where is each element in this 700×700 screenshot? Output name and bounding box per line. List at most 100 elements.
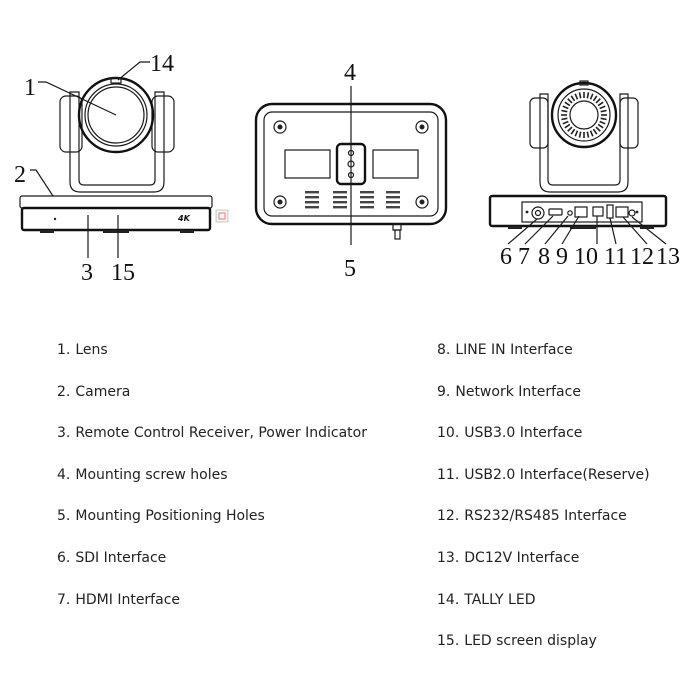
rear-port-panel bbox=[521, 201, 643, 223]
legend-label: RS232/RS485 Interface bbox=[464, 508, 627, 525]
bottom-pad-left bbox=[284, 149, 331, 179]
rear-screw bbox=[635, 210, 639, 214]
leader-line-1 bbox=[38, 81, 117, 116]
vent-slot bbox=[595, 98, 601, 104]
tally-led bbox=[110, 77, 122, 84]
front-view: 4K 1 14 2 3 15 bbox=[14, 51, 229, 286]
sdi-port-pin bbox=[534, 209, 542, 217]
legend-item: 9.Network Interface bbox=[437, 372, 650, 414]
legend-item: 2.Camera bbox=[57, 372, 367, 414]
legend-number: 4. bbox=[57, 466, 71, 483]
rear-foot bbox=[508, 226, 522, 229]
image-placeholder-icon bbox=[215, 209, 229, 223]
callout-9: 9 bbox=[556, 244, 568, 270]
legend-number: 7. bbox=[57, 591, 71, 608]
callout-15: 15 bbox=[111, 260, 135, 286]
front-foot bbox=[40, 230, 54, 233]
legend-number: 14. bbox=[437, 591, 460, 608]
legend-item: 8.LINE IN Interface bbox=[437, 330, 650, 372]
vent-slot bbox=[561, 117, 568, 121]
callout-7: 7 bbox=[518, 244, 530, 270]
vent-slot bbox=[578, 92, 582, 99]
vent-slot bbox=[600, 117, 607, 121]
front-foot bbox=[180, 230, 194, 233]
callout-11: 11 bbox=[604, 244, 627, 270]
legend-label: TALLY LED bbox=[464, 591, 536, 608]
bottom-vents bbox=[305, 191, 400, 209]
bottom-pad-right bbox=[372, 149, 419, 179]
rs232-port bbox=[615, 206, 629, 218]
vent-slot bbox=[597, 123, 604, 129]
sdi-port bbox=[531, 206, 545, 220]
callout-8: 8 bbox=[538, 244, 550, 270]
legend-label: USB3.0 Interface bbox=[464, 425, 583, 442]
rear-vent-ring-outer bbox=[557, 88, 611, 142]
line-in-port bbox=[567, 210, 573, 216]
leader-line-14 bbox=[117, 61, 150, 81]
callout-14: 14 bbox=[150, 51, 174, 77]
legend-label: DC12V Interface bbox=[464, 549, 580, 566]
usb3-port bbox=[592, 206, 604, 217]
usb2-port bbox=[606, 204, 614, 219]
bottom-view: 4 5 bbox=[254, 60, 448, 282]
legend-item: 14.TALLY LED bbox=[437, 580, 650, 622]
hdmi-port bbox=[548, 208, 563, 216]
power-indicator-dot bbox=[53, 217, 57, 221]
vent-slot bbox=[600, 109, 607, 113]
vent-slot bbox=[592, 95, 598, 102]
vent-slot bbox=[567, 126, 573, 132]
legend-number: 13. bbox=[437, 549, 460, 566]
callout-10: 10 bbox=[574, 244, 598, 270]
vent-slot bbox=[574, 93, 579, 100]
rear-foot bbox=[570, 226, 596, 229]
bottom-connector-tip bbox=[394, 229, 401, 240]
front-side-pod-left bbox=[59, 95, 83, 153]
legend-number: 9. bbox=[437, 383, 451, 400]
legend-label: Lens bbox=[75, 342, 108, 358]
vent-slot bbox=[564, 123, 571, 129]
legend-label: Remote Control Receiver, Power Indicator bbox=[75, 425, 367, 442]
vent-slot bbox=[586, 131, 590, 138]
legend-number: 15. bbox=[437, 633, 460, 650]
legend-number: 5. bbox=[57, 508, 71, 525]
legend-item: 11.USB2.0 Interface(Reserve) bbox=[437, 455, 650, 497]
rear-tally bbox=[579, 80, 589, 86]
front-lens-ring bbox=[84, 83, 148, 147]
legend-label: Mounting Positioning Holes bbox=[75, 508, 265, 525]
legend-item: 3.Remote Control Receiver, Power Indicat… bbox=[57, 413, 367, 455]
legend-item: 5.Mounting Positioning Holes bbox=[57, 496, 367, 538]
rear-side-pod-left bbox=[529, 97, 549, 149]
rear-u-bracket bbox=[539, 93, 629, 193]
legend-item: 13.DC12V Interface bbox=[437, 538, 650, 580]
legend-label: Network Interface bbox=[455, 383, 581, 400]
legend-label: Mounting screw holes bbox=[75, 466, 228, 483]
vent-slot bbox=[589, 130, 594, 137]
leader-line-2 bbox=[30, 169, 54, 197]
legend-number: 2. bbox=[57, 383, 71, 400]
callout-1: 1 bbox=[24, 75, 36, 101]
legend-label: LED screen display bbox=[464, 633, 597, 650]
vent-slot bbox=[562, 105, 569, 110]
front-4k-badge: 4K bbox=[177, 214, 191, 223]
legend-number: 1. bbox=[57, 342, 71, 358]
legend-item: 1.Lens bbox=[57, 330, 367, 372]
legend-item: 4.Mounting screw holes bbox=[57, 455, 367, 497]
rear-foot bbox=[640, 226, 654, 229]
vent-slot bbox=[578, 131, 582, 138]
callout-12: 12 bbox=[630, 244, 654, 270]
callout-4: 4 bbox=[344, 60, 356, 86]
rear-housing bbox=[550, 81, 618, 149]
vent-slot bbox=[567, 98, 573, 104]
vent-slot bbox=[570, 95, 576, 102]
legend-label: USB2.0 Interface(Reserve) bbox=[464, 466, 650, 483]
mounting-screw-holes bbox=[273, 120, 429, 209]
legend-column-left: 1.Lens 2.Camera 3.Remote Control Receive… bbox=[57, 330, 367, 621]
legend-number: 6. bbox=[57, 549, 71, 566]
vent-slot bbox=[561, 109, 568, 113]
legend-label: LINE IN Interface bbox=[455, 342, 573, 358]
parts-legend: 1.Lens 2.Camera 3.Remote Control Receive… bbox=[0, 330, 700, 690]
rear-center-circle bbox=[569, 100, 599, 130]
callout-5: 5 bbox=[344, 256, 356, 282]
legend-item: 7.HDMI Interface bbox=[57, 580, 367, 622]
legend-item: 6.SDI Interface bbox=[57, 538, 367, 580]
